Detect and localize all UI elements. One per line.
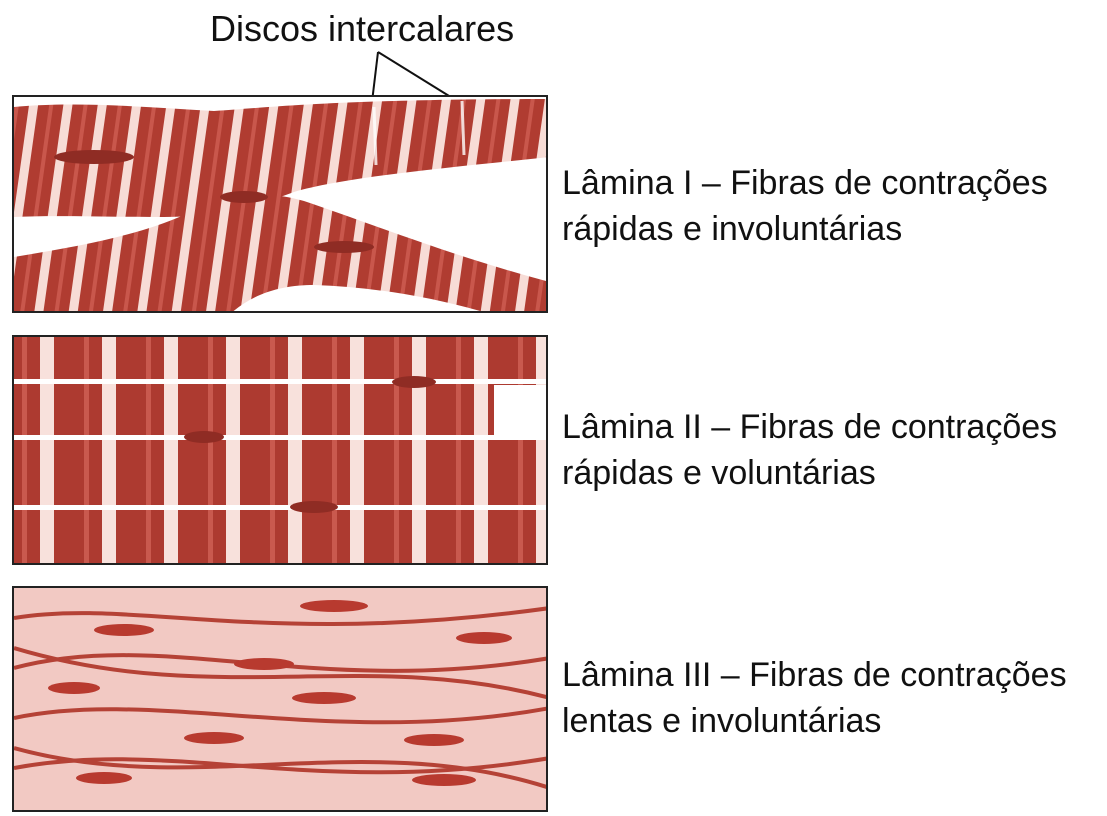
intercalated-discs-label: Discos intercalares: [210, 8, 514, 50]
caption-panel-3-line2: lentas e involuntárias: [562, 698, 1067, 744]
panel-smooth-muscle: [12, 586, 548, 812]
caption-panel-1: Lâmina I – Fibras de contrações rápidas …: [562, 160, 1048, 252]
cardiac-muscle-illustration: [14, 97, 548, 313]
panel-cardiac-muscle: [12, 95, 548, 313]
caption-panel-3-line1: Lâmina III – Fibras de contrações: [562, 652, 1067, 698]
panel-skeletal-muscle: [12, 335, 548, 565]
caption-panel-2-line2: rápidas e voluntárias: [562, 450, 1057, 496]
skeletal-muscle-illustration: [14, 337, 548, 565]
caption-panel-2-line1: Lâmina II – Fibras de contrações: [562, 404, 1057, 450]
caption-panel-2: Lâmina II – Fibras de contrações rápidas…: [562, 404, 1057, 496]
caption-panel-1-line2: rápidas e involuntárias: [562, 206, 1048, 252]
caption-panel-3: Lâmina III – Fibras de contrações lentas…: [562, 652, 1067, 744]
smooth-muscle-illustration: [14, 588, 548, 812]
caption-panel-1-line1: Lâmina I – Fibras de contrações: [562, 160, 1048, 206]
